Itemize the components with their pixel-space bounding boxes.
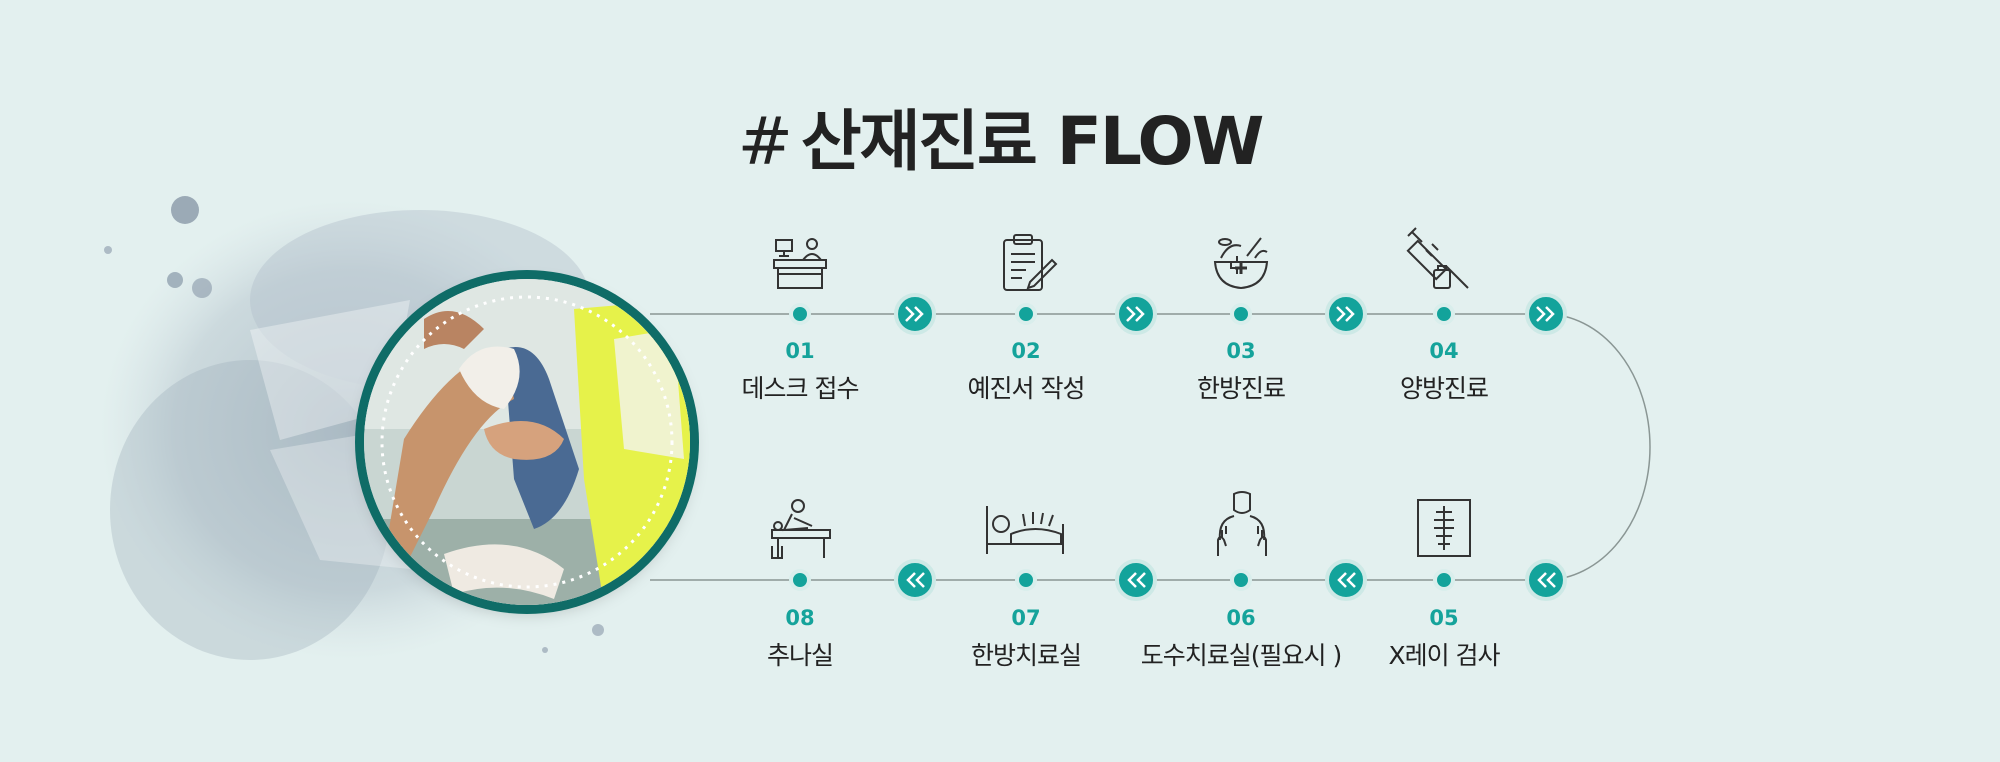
massage-table-icon [771,499,831,559]
step-05: 05 X레이 검사 [1324,606,1564,672]
chevron-left-icon [894,559,936,601]
step-label: 한방치료실 [970,641,1082,670]
step-06: 06 도수치료실(필요시 ) [1101,606,1381,672]
step-label: 양방진료 [1399,374,1489,403]
step-02: 02 예진서 작성 [906,339,1146,405]
step-number: 04 [1429,339,1459,363]
xray-icon [1417,499,1471,557]
chevron-left-icon [1525,559,1567,601]
title-text: 산재진료 FLOW [800,103,1265,180]
herbal-bowl-icon [1213,237,1269,290]
acupuncture-bed-icon [986,506,1064,554]
chevron-right-icon [1525,293,1567,335]
step-label: 추나실 [766,641,834,670]
injury-photo [364,279,690,605]
chevron-left-icon [1325,559,1367,601]
step-number: 07 [1011,606,1041,630]
step-label: 데스크 접수 [741,374,860,403]
chevron-right-icon [894,293,936,335]
step-01: 01 데스크 접수 [680,339,920,405]
title-hash: # [737,103,793,180]
step-label: 한방진료 [1196,374,1286,403]
page-title: #산재진료 FLOW [0,88,2000,184]
step-label: X레이 검사 [1388,641,1500,670]
step-label: 예진서 작성 [967,374,1086,403]
step-dot-02 [1015,303,1037,325]
step-number: 05 [1429,606,1459,630]
step-number: 08 [785,606,815,630]
step-dot-01 [789,303,811,325]
step-number: 03 [1226,339,1256,363]
step-dot-07 [1015,569,1037,591]
chevron-right-icon [1325,293,1367,335]
step-dot-06 [1230,569,1252,591]
reception-desk-icon [773,238,827,289]
forward-arrows [894,293,1567,335]
manual-therapy-icon [1217,491,1267,556]
step-dot-08 [789,569,811,591]
step-07: 07 한방치료실 [906,606,1146,672]
step-number: 02 [1011,339,1041,363]
step-03: 03 한방진료 [1121,339,1361,405]
step-dot-03 [1230,303,1252,325]
step-number: 06 [1226,606,1256,630]
backward-arrows [894,559,1567,601]
chevron-right-icon [1115,293,1157,335]
step-number: 01 [785,339,815,363]
step-08: 08 추나실 [680,606,920,672]
step-dot-04 [1433,303,1455,325]
step-dot-05 [1433,569,1455,591]
step-04: 04 양방진료 [1324,339,1564,405]
step-label: 도수치료실(필요시 ) [1140,641,1342,670]
chevron-left-icon [1115,559,1157,601]
clipboard-pen-icon [1003,234,1058,291]
syringe-icon [1406,227,1469,289]
